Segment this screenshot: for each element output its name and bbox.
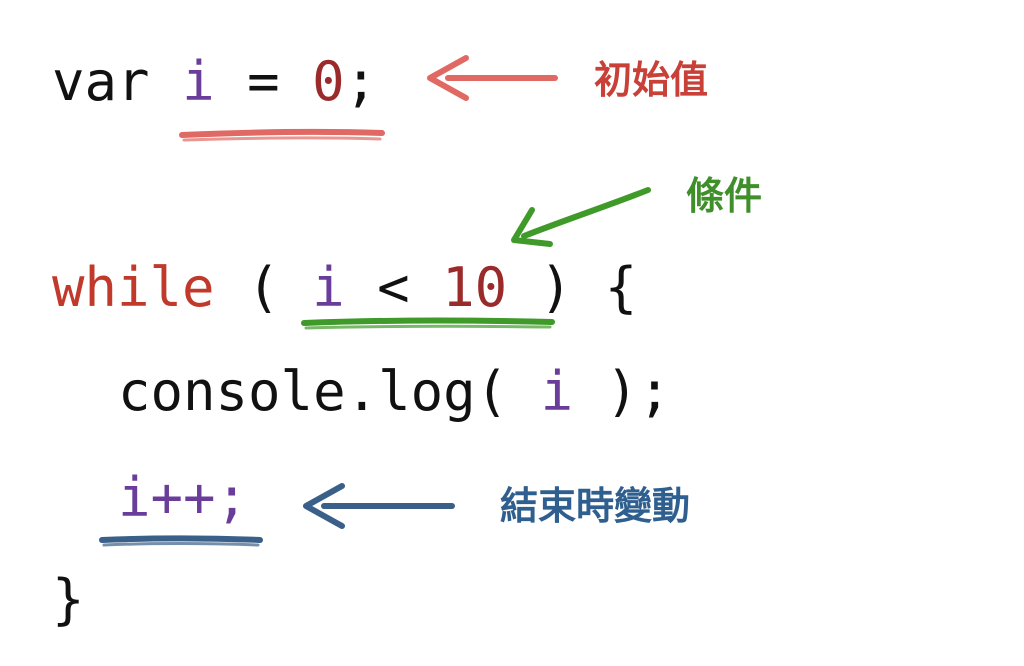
underline-update	[99, 535, 263, 547]
variable-i: i	[182, 50, 215, 113]
call-close: );	[605, 360, 671, 423]
underline-condition	[301, 317, 555, 330]
paren-close: )	[539, 256, 573, 319]
number-ten: 10	[442, 256, 508, 319]
arrow-left-update	[303, 483, 455, 529]
paren-open: (	[247, 256, 280, 319]
code-line-increment: i++;	[118, 468, 248, 528]
annotation-update-label: 結束時變動	[500, 484, 691, 528]
annotation-condition-label: 條件	[686, 174, 763, 218]
arrow-left-init	[427, 55, 558, 101]
code-line-init: var i = 0;	[52, 52, 377, 112]
increment-statement: i++;	[118, 466, 249, 529]
arrow-down-left-condition	[511, 187, 651, 247]
code-line-console-log: console.log( i );	[118, 362, 671, 422]
console-log-call: console.log(	[118, 360, 509, 423]
annotation-init-label: 初始值	[594, 58, 709, 102]
code-line-close-brace: }	[52, 570, 85, 630]
underline-init	[179, 128, 385, 142]
brace-open: {	[604, 256, 638, 319]
operator-less-than: <	[377, 256, 410, 319]
keyword-while: while	[52, 256, 215, 319]
variable-i: i	[540, 360, 574, 423]
operator-assign: =	[247, 50, 280, 113]
semicolon: ;	[344, 50, 378, 113]
code-line-while: while ( i < 10 ) {	[52, 258, 637, 318]
brace-close: }	[52, 568, 85, 631]
variable-i: i	[312, 256, 345, 319]
keyword-var: var	[52, 50, 150, 113]
number-zero: 0	[312, 50, 345, 113]
